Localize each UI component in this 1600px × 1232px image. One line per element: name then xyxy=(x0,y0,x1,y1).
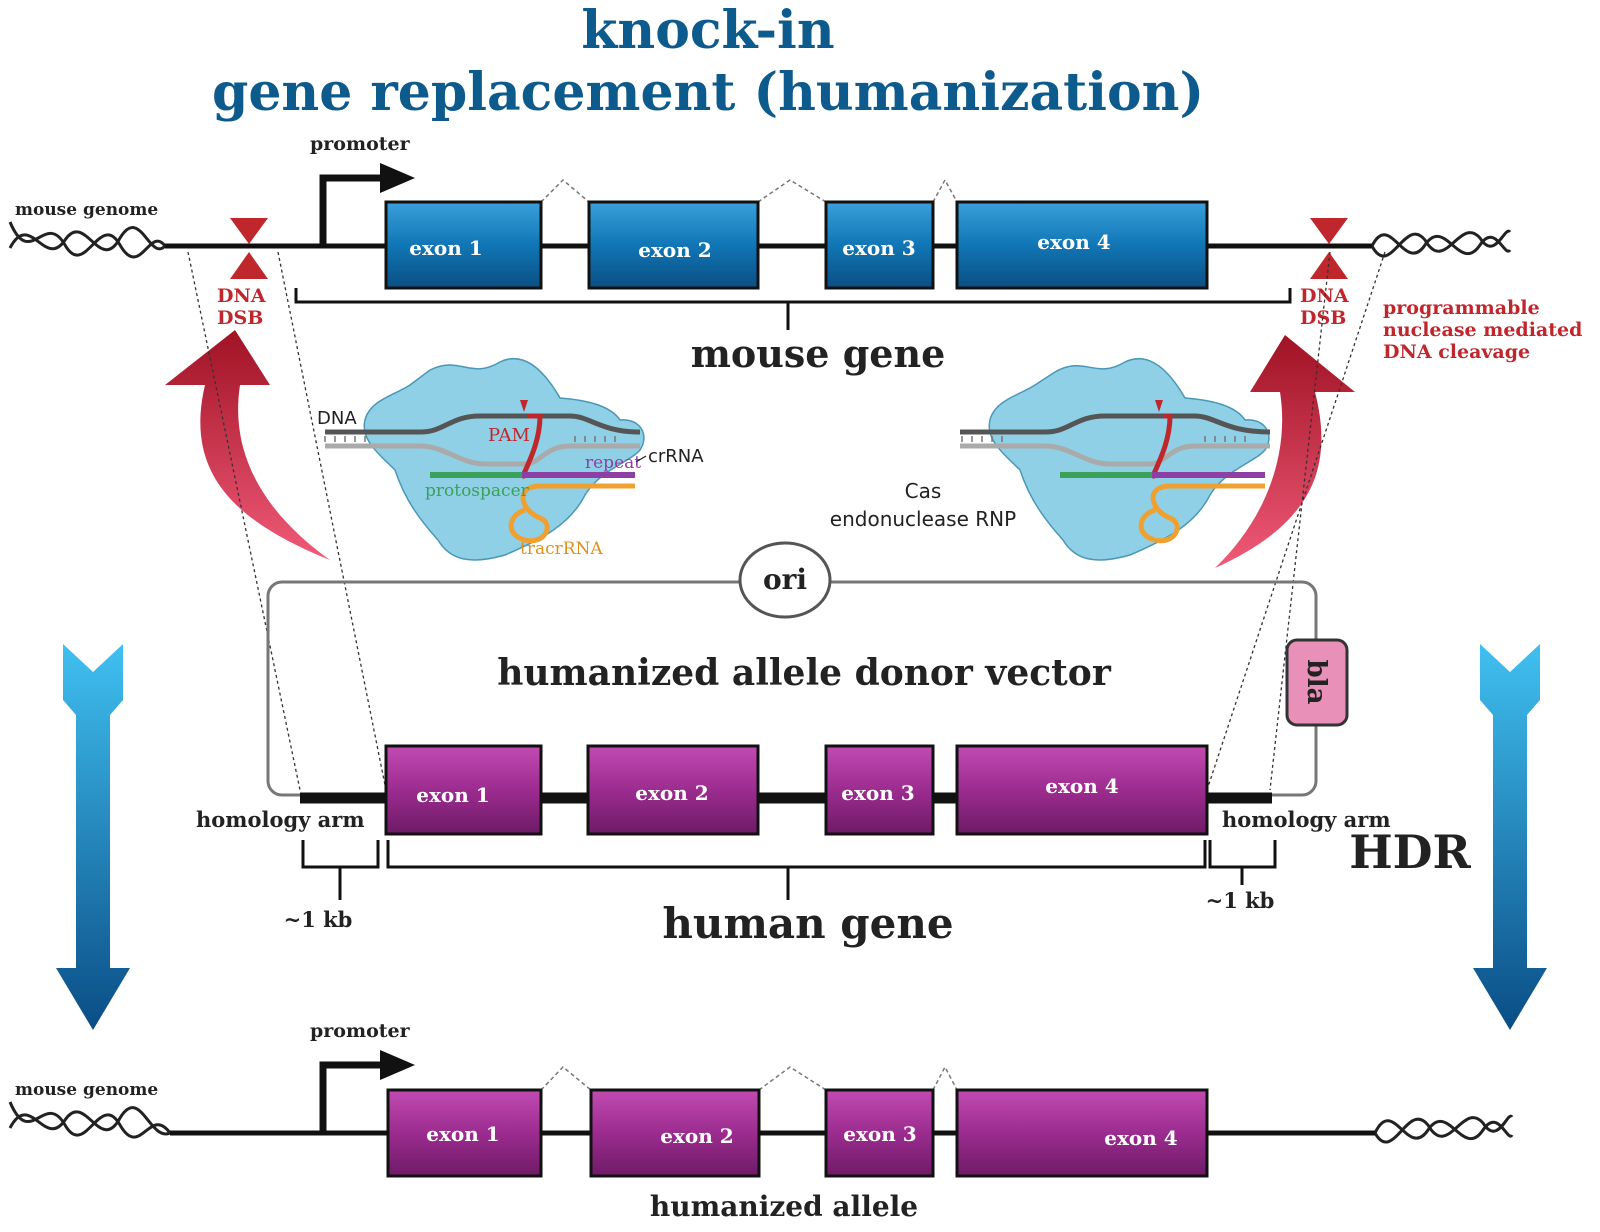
bottom-promoter-label: promoter xyxy=(310,1020,411,1042)
cas-rnp-line2: endonuclease RNP xyxy=(830,507,1016,531)
top-exon1-label: exon 1 xyxy=(409,236,482,260)
dsb-marker-icon xyxy=(230,218,268,279)
kb-right-label: ~1 kb xyxy=(1206,888,1275,913)
top-row: mouse genome promoter exon 1 e xyxy=(8,133,1512,376)
title-line1: knock-in xyxy=(581,0,834,61)
cas-protospacer-label: protospacer xyxy=(425,481,530,501)
human-exon-4 xyxy=(955,744,1209,836)
cas-rnp-line1: Cas xyxy=(905,479,942,503)
vec-exon3-label: exon 3 xyxy=(841,781,914,805)
mouse-exon-1 xyxy=(384,200,543,290)
allele-exon-4 xyxy=(955,1088,1209,1178)
top-genome-label: mouse genome xyxy=(15,200,158,220)
top-promoter-label: promoter xyxy=(310,133,411,155)
bottom-exon3-label: exon 3 xyxy=(843,1122,916,1146)
homology-arm-right: homology arm xyxy=(1222,807,1391,832)
bottom-exon1-label: exon 1 xyxy=(426,1122,499,1146)
down-arrow-icon xyxy=(1473,644,1547,1030)
vec-exon1-label: exon 1 xyxy=(416,783,489,807)
vec-exon2-label: exon 2 xyxy=(635,781,708,805)
cas-dna-label: DNA xyxy=(317,408,357,429)
humanized-allele-label: humanized allele xyxy=(650,1190,918,1223)
kb-bracket-left xyxy=(301,840,380,900)
ori-circle xyxy=(738,541,832,619)
splice-lines xyxy=(540,1065,958,1091)
splice-lines xyxy=(540,178,958,203)
cas-protein-shape xyxy=(988,357,1270,561)
nuclease-note-line1: programmable xyxy=(1383,297,1540,319)
title-line2: gene replacement (humanization) xyxy=(212,62,1204,123)
allele-exon-2 xyxy=(589,1088,761,1178)
kb-left-label: ~1 kb xyxy=(284,907,353,932)
kb-bracket-right xyxy=(1208,840,1277,885)
projection-lines xyxy=(187,251,1386,791)
cas-complex-left: DNA PAM repeat crRNA protospacer tracrRN… xyxy=(317,357,704,561)
dna-helix-icon xyxy=(8,221,167,259)
cas-complex-right: Cas endonuclease RNP xyxy=(830,357,1271,561)
bottom-genome-label: mouse genome xyxy=(15,1080,158,1100)
mouse-exon-4 xyxy=(955,200,1209,290)
mouse-exon-2 xyxy=(587,200,760,290)
dsb-right-line1: DNA xyxy=(1300,285,1349,307)
human-exon-2 xyxy=(586,744,760,836)
nuclease-note-line3: DNA cleavage xyxy=(1383,341,1530,363)
cas-crrna-label: crRNA xyxy=(648,446,704,467)
cas-protein-shape xyxy=(363,357,645,561)
human-exon-3 xyxy=(824,744,935,836)
mouse-exon-3 xyxy=(824,200,935,290)
dna-helix-icon xyxy=(1370,229,1512,258)
dsb-left-line1: DNA xyxy=(217,285,266,307)
bla-label: bla xyxy=(1301,660,1331,705)
cas-tracrrna-label: tracrRNA xyxy=(520,539,603,559)
dna-helix-icon xyxy=(1373,1114,1514,1144)
curved-red-arrow-icon xyxy=(1215,335,1355,568)
dna-helix-icon xyxy=(8,1101,172,1139)
bottom-exon4-label: exon 4 xyxy=(1104,1126,1177,1150)
human-gene-label: human gene xyxy=(662,899,953,948)
top-exon4-label: exon 4 xyxy=(1037,230,1110,254)
hdr-label: HDR xyxy=(1349,825,1471,879)
bottom-exon2-label: exon 2 xyxy=(660,1124,733,1148)
cas-repeat-label: repeat xyxy=(585,453,641,473)
bla-box xyxy=(1285,638,1349,727)
human-gene-bracket xyxy=(386,840,1207,900)
curved-red-arrow-icon xyxy=(165,330,330,560)
top-exon3-label: exon 3 xyxy=(842,236,915,260)
top-exon2-label: exon 2 xyxy=(638,238,711,262)
allele-exon-1 xyxy=(386,1088,543,1178)
mouse-gene-bracket xyxy=(294,288,1292,330)
bottom-row: mouse genome promoter exon 1 exon 2 exon… xyxy=(8,1020,1514,1223)
vector-title: humanized allele donor vector xyxy=(497,652,1112,694)
allele-exon-3 xyxy=(824,1088,935,1178)
vec-exon4-label: exon 4 xyxy=(1045,774,1118,798)
ori-label: ori xyxy=(763,563,807,596)
down-arrow-icon xyxy=(56,644,130,1030)
promoter-arrow-icon xyxy=(319,1050,415,1133)
homology-arm-left: homology arm xyxy=(196,807,365,832)
dsb-left-line2: DSB xyxy=(217,307,263,329)
human-exon-1 xyxy=(384,744,543,836)
mouse-gene-label: mouse gene xyxy=(691,331,946,376)
donor-vector: ori bla humanized allele donor vector ex… xyxy=(196,541,1472,948)
cas-pam-label: PAM xyxy=(488,425,530,446)
nuclease-note-line2: nuclease mediated xyxy=(1383,319,1582,341)
promoter-arrow-icon xyxy=(319,163,415,246)
